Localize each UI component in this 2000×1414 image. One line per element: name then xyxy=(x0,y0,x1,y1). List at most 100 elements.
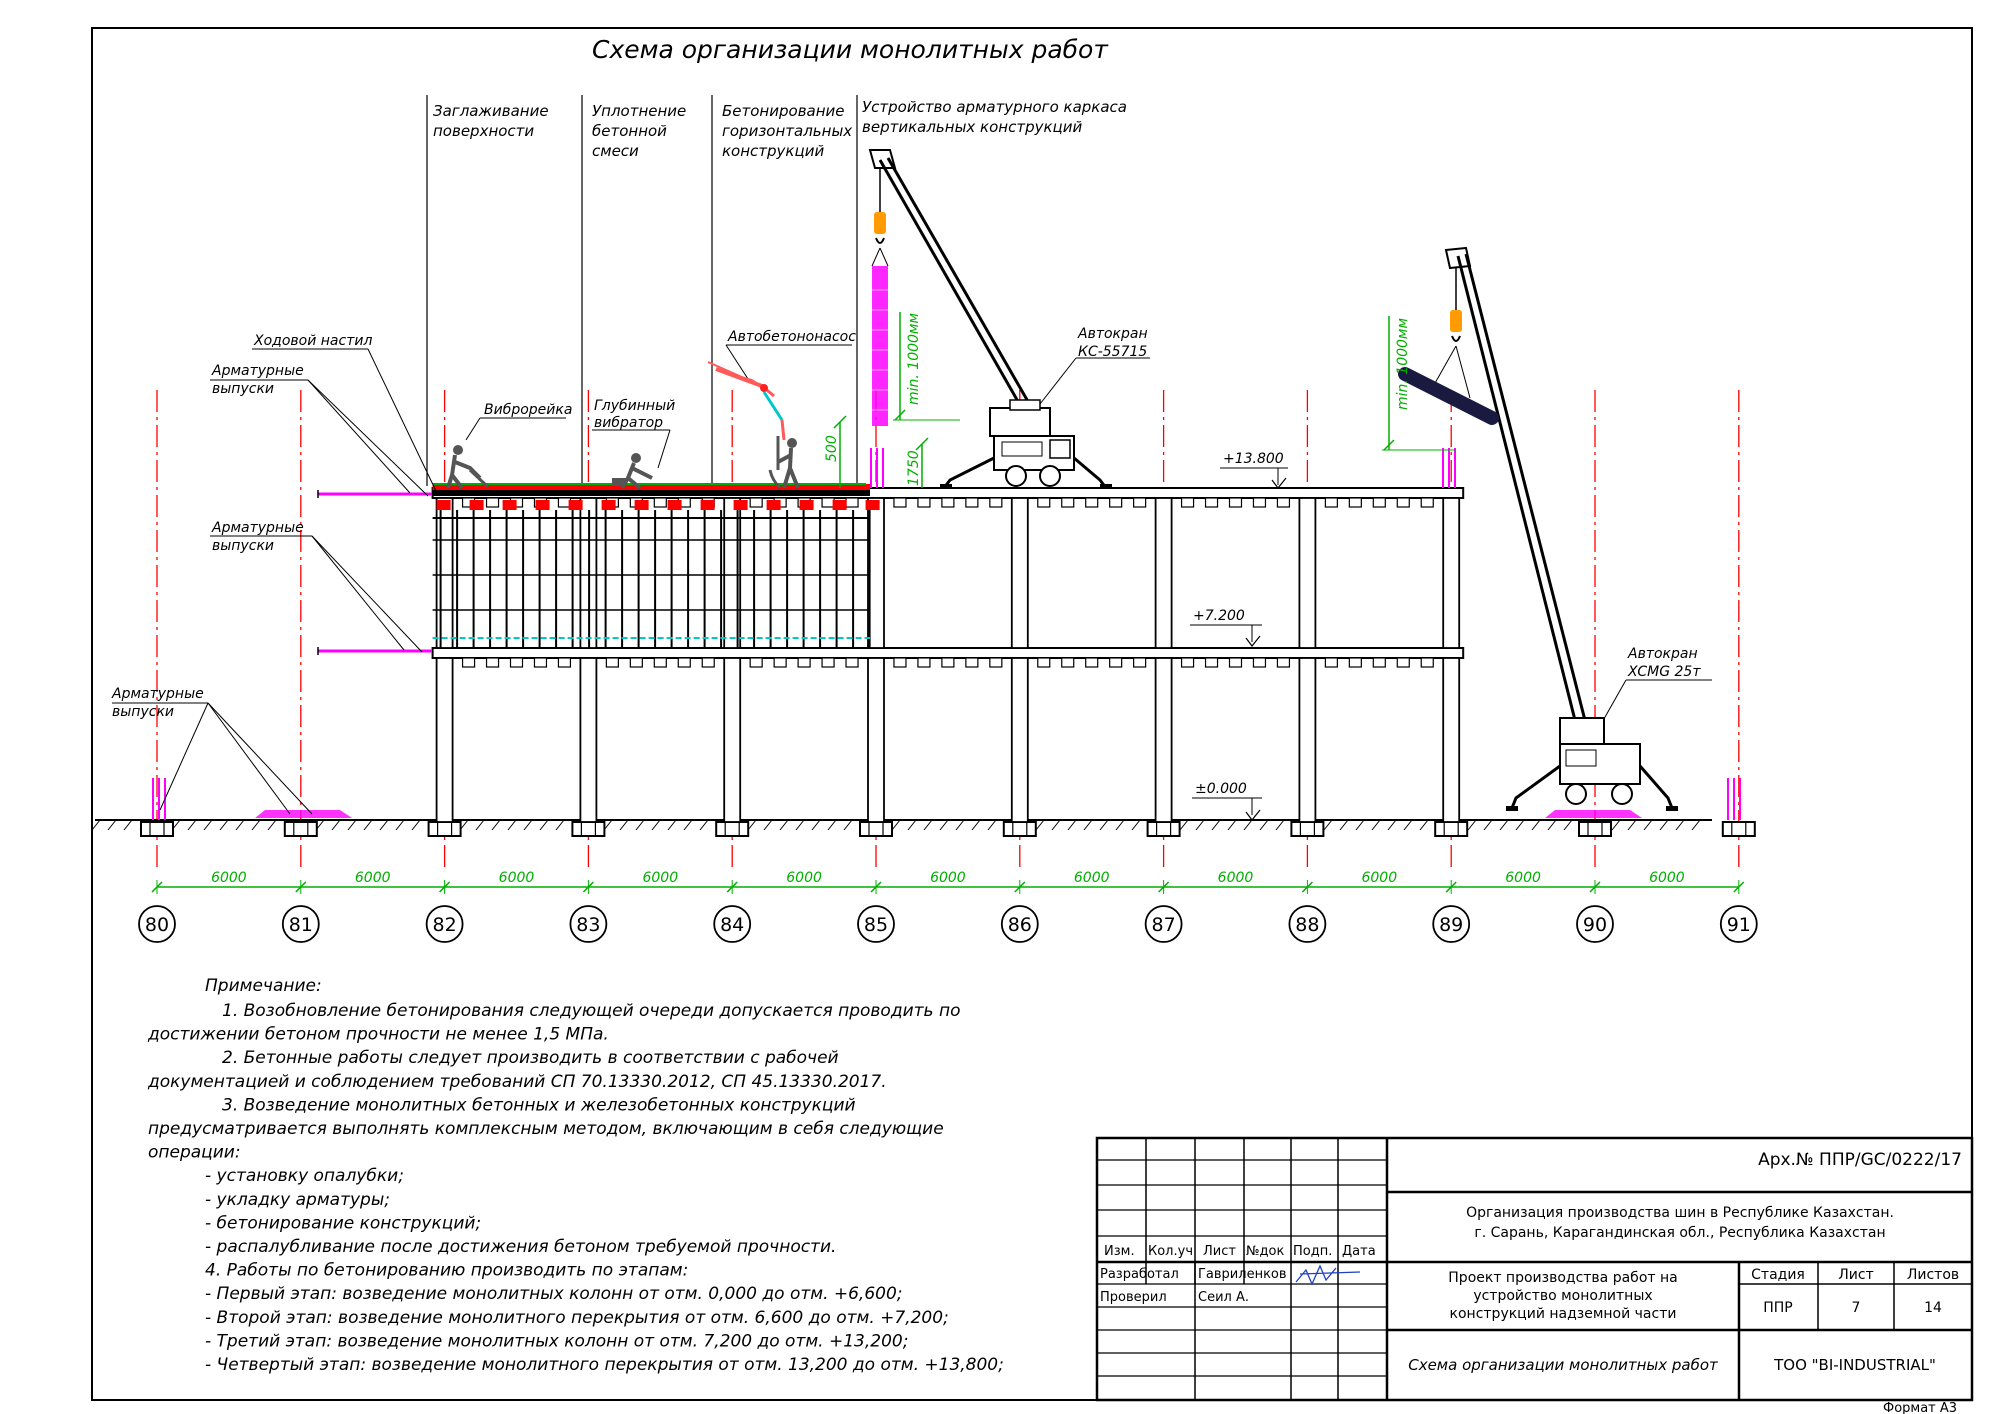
column-lower-85 xyxy=(867,657,885,823)
project-line-1: Проект производства работ на xyxy=(1448,1270,1677,1286)
axis-label-87: 87 xyxy=(1152,914,1176,936)
axis-label-89: 89 xyxy=(1439,914,1463,936)
slab-7200 xyxy=(431,647,1465,659)
axis-bubble-85 xyxy=(857,905,895,943)
lifted-element xyxy=(1398,367,1499,425)
signature xyxy=(1295,1264,1361,1286)
note-line: 1. Возобновление бетонирования следующей… xyxy=(222,1001,960,1021)
span-dim-88-89: 6000 xyxy=(1361,870,1397,886)
crane-xcmg-25t xyxy=(1398,246,1678,811)
note-line: - Четвертый этап: возведение монолитного… xyxy=(205,1355,1004,1375)
axis-bubble-91 xyxy=(1719,905,1758,943)
project-line-2: устройство монолитных xyxy=(1473,1288,1652,1304)
col-list: Лист xyxy=(1203,1244,1236,1259)
formwork-zone xyxy=(432,483,880,648)
span-dim-86-87: 6000 xyxy=(1074,870,1110,886)
building-frame xyxy=(431,487,1465,823)
footing-89 xyxy=(1434,821,1469,837)
column-upper-88 xyxy=(1298,497,1317,649)
axis-label-85: 85 xyxy=(864,914,888,936)
span-dim-85-86: 6000 xyxy=(930,870,966,886)
title-block-text: Арх.№ ППР/GC/0222/17 Организация произво… xyxy=(1100,1150,1962,1374)
footings xyxy=(140,821,1756,837)
column-upper-87 xyxy=(1154,497,1173,649)
drawing-title-stamp: Схема организации монолитных работ xyxy=(1408,1356,1719,1374)
company: ТОО "BI-INDUSTRIAL" xyxy=(1773,1356,1936,1374)
callout-walkway: Ходовой настил xyxy=(253,333,372,349)
sheet-frame xyxy=(91,27,1973,1401)
footing-87 xyxy=(1146,821,1181,837)
note-line: - Второй этап: возведение монолитного пе… xyxy=(205,1308,949,1328)
sheets-label: Листов xyxy=(1907,1267,1959,1283)
stage-label: Стадия xyxy=(1751,1267,1805,1283)
axis-bubble-87 xyxy=(1144,905,1183,943)
note-line: 4. Работы по бетонированию производить п… xyxy=(205,1261,688,1281)
axis-label-86: 86 xyxy=(1008,914,1032,936)
note-line: - укладку арматуры; xyxy=(205,1190,390,1210)
concrete-pump-boom xyxy=(707,361,786,441)
column-upper-82 xyxy=(435,497,454,649)
axis-label-82: 82 xyxy=(433,914,457,936)
org-line-2: г. Сарань, Карагандинская обл., Республи… xyxy=(1474,1225,1885,1241)
dim-min-2: min. 1000мм xyxy=(1395,318,1411,410)
footing-84 xyxy=(715,821,750,837)
developed-label: Разработал xyxy=(1100,1267,1179,1282)
ground-line xyxy=(91,819,1712,831)
dim-min-1: min. 1000мм xyxy=(906,313,922,405)
callout-pump: Автобетононасос xyxy=(727,329,856,345)
callout-screed: Виброрейка xyxy=(484,402,572,418)
note-line: 2. Бетонные работы следует производить в… xyxy=(222,1048,839,1068)
axis-bubble-86 xyxy=(1000,905,1039,943)
col-podp: Подп. xyxy=(1293,1244,1332,1259)
note-line: достижении бетоном прочности не менее 1,… xyxy=(147,1025,609,1045)
axis-bubble-82 xyxy=(425,905,464,943)
grid-axis-lines xyxy=(156,390,1740,872)
note-line: операции: xyxy=(148,1143,241,1163)
org-line-1: Организация производства шин в Республик… xyxy=(1466,1205,1894,1221)
footing-88 xyxy=(1290,821,1325,837)
sheet-value: 7 xyxy=(1852,1300,1861,1316)
sheets-value: 14 xyxy=(1924,1300,1942,1316)
project-line-3: конструкций надземной части xyxy=(1450,1306,1677,1322)
axis-bubble-84 xyxy=(713,905,752,943)
axis-bubble-88 xyxy=(1288,905,1327,943)
axis-label-83: 83 xyxy=(576,914,600,936)
level-marks: +13.800 +7.200 ±0.000 xyxy=(1190,451,1288,821)
axis-bubble-89 xyxy=(1432,905,1471,943)
drawing-title: Схема организации монолитных работ xyxy=(592,35,1109,64)
stage-value: ППР xyxy=(1763,1300,1793,1316)
dim-1750: 1750 xyxy=(906,450,922,486)
checked-label: Проверил xyxy=(1100,1290,1167,1305)
checked-name: Сеил А. xyxy=(1198,1290,1249,1305)
axis-label-80: 80 xyxy=(145,914,169,936)
footing-91 xyxy=(1721,821,1756,837)
note-line: - установку опалубки; xyxy=(205,1166,404,1186)
notes: Примечание: 1. Возобновление бетонирован… xyxy=(147,976,1004,1375)
column-upper-86 xyxy=(1010,497,1029,649)
note-line: документацией и соблюдением требований С… xyxy=(147,1072,887,1092)
column-lower-83 xyxy=(579,657,598,823)
span-dim-81-82: 6000 xyxy=(355,870,391,886)
footing-90 xyxy=(1578,821,1612,837)
level-7200: +7.200 xyxy=(1193,608,1245,624)
axis-bubble-80 xyxy=(138,905,176,943)
footing-83 xyxy=(571,821,606,837)
note-line: 3. Возведение монолитных бетонных и желе… xyxy=(222,1095,856,1115)
col-izm: Изм. xyxy=(1104,1244,1135,1259)
notes-heading: Примечание: xyxy=(205,976,322,996)
footing-81 xyxy=(283,821,318,837)
axis-bubble-81 xyxy=(281,905,320,943)
crane-ks55715 xyxy=(868,149,1112,489)
